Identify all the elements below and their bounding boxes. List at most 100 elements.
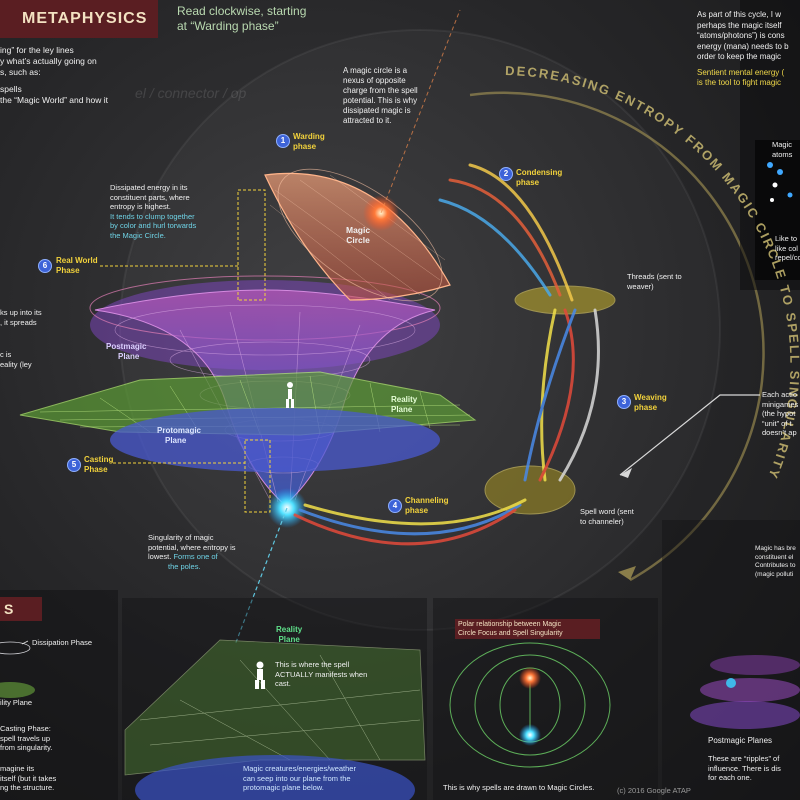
postmagic-label-2: Plane — [118, 352, 140, 361]
magic-broken-4: (magic polluti — [755, 570, 794, 578]
left-cut-note-a: ks up into its , it spreads — [0, 308, 42, 327]
dissipated-note: Dissipated energy in its constituent par… — [110, 183, 196, 240]
right-box-line-1: Magic — [772, 140, 793, 149]
each-action-5: doesn’t ap — [762, 428, 797, 437]
intro-line-2: y what’s actually going on — [0, 56, 97, 66]
top-right-line-1: As part of this cycle, I w — [697, 10, 782, 19]
phase-5-line-1: Casting — [84, 455, 114, 464]
left-cut-line-4: eality (ley — [0, 359, 32, 369]
top-right-text: As part of this cycle, I w perhaps the m… — [697, 10, 789, 89]
each-action-4: “unit” of t — [762, 418, 792, 428]
phase-4-line-2: phase — [405, 506, 429, 515]
phase-6-line-1: Real World — [56, 256, 98, 265]
casting-note: Casting Phase: spell travels up from sin… — [0, 724, 52, 753]
dissipated-note-2: constituent parts, where — [110, 192, 190, 202]
ripples-note-2: influence. There is dis — [708, 763, 781, 773]
top-right-line-7: is the tool to fight magic — [697, 78, 782, 87]
bottom-reality-note: This is where the spell ACTUALLY manifes… — [275, 660, 367, 689]
intro-line-5: the “Magic World” and how it — [0, 95, 109, 105]
ripples-note-3: for each one. — [708, 773, 752, 782]
top-right-line-4: energy (mana) needs to b — [697, 41, 789, 51]
magic-circle-bowl — [264, 172, 451, 301]
postmagic-planes-title: Postmagic Planes — [708, 736, 773, 745]
magic-circle-label-2: Circle — [346, 235, 370, 245]
magic-broken-2: constituent el — [755, 553, 794, 561]
imagine-note: magine its itself (but it takes ng the s… — [0, 764, 56, 793]
polar-title-2: Circle Focus and Spell Singularity — [458, 630, 563, 637]
page-title-text: METAPHYSICS — [22, 10, 148, 27]
intro-text: ing” for the ley lines y what’s actually… — [0, 45, 108, 106]
creatures-note-3: protomagic plane below. — [243, 783, 324, 792]
intro-faint-text: el / connector / op — [135, 85, 247, 101]
phase-2-badge: 2 — [499, 167, 513, 181]
polar-title: Polar relationship between Magic Circle … — [455, 619, 600, 639]
magic-circle-note-6: attracted to it. — [343, 116, 392, 125]
right-box-line-2: atoms — [772, 149, 793, 159]
phase-3-line-1: Weaving — [634, 393, 667, 402]
magic-circle-note-4: potential. This is why — [343, 96, 418, 105]
phase-6-line-2: Phase — [56, 266, 80, 275]
each-action-3: (the hypot — [762, 409, 796, 418]
bottom-reality-note-1: This is where the spell — [275, 660, 350, 669]
phase-3-badge: 3 — [617, 395, 631, 409]
spellword-note-2: to channeler) — [580, 516, 624, 526]
singularity-note-1: Singularity of magic — [148, 533, 214, 542]
casting-note-2: spell travels up — [0, 733, 51, 743]
each-action-2: minigames — [762, 399, 799, 409]
right-box-line-4: like col — [775, 243, 798, 253]
singularity-note-5: the poles. — [168, 561, 201, 571]
magic-circle-note-2: nexus of opposite — [343, 76, 406, 85]
bottom-left-title: S — [0, 597, 42, 621]
imagine-note-1: magine its — [0, 764, 35, 773]
top-right-line-5: order to keep the magic — [697, 52, 782, 61]
polar-cyan-pole — [519, 724, 541, 746]
phase-4-label: Channeling phase — [405, 496, 449, 516]
bottom-reality-title: Reality Plane — [276, 625, 302, 645]
polar-note: This is why spells are drawn to Magic Ci… — [443, 783, 595, 792]
protomagic-label-1: Protomagic — [157, 426, 202, 435]
reality-label-1: Reality — [391, 395, 418, 404]
each-action-1: Each actio — [762, 390, 798, 399]
bottom-reality-note-3: cast. — [275, 679, 291, 688]
right-box-bottom: Like to like col repel/co — [775, 234, 800, 263]
person-figure — [286, 382, 294, 408]
postmagic-label-1: Postmagic — [106, 342, 147, 351]
casting-note-1: Casting Phase: — [0, 724, 51, 733]
intro-line-4: spells — [0, 84, 22, 94]
right-box-top: Magic atoms — [772, 140, 792, 159]
singularity-note-3: lowest. — [148, 552, 172, 561]
phase-1-line-2: phase — [293, 142, 317, 151]
each-action-note: Each actio minigames (the hypot “unit” o… — [762, 390, 798, 438]
magic-broken-3: Contributes to — [755, 562, 796, 569]
dissipated-note-5: by color and hurl torwards — [110, 221, 197, 230]
threads-note: Threads (sent to weaver) — [627, 272, 682, 291]
spellword-disk — [484, 465, 576, 515]
ripples-note: These are “ripples” of influence. There … — [708, 754, 781, 783]
singularity-note: Singularity of magic potential, where en… — [148, 533, 236, 571]
phase-6-badge: 6 — [38, 259, 52, 273]
ity-plane-label: ility Plane — [0, 698, 33, 707]
dissipation-label: Dissipation Phase — [32, 638, 93, 647]
reality-plane-label: Reality Plane — [391, 395, 417, 415]
creatures-note: Magic creatures/energies/weather can see… — [243, 764, 356, 793]
protomagic-plane-disk — [110, 408, 440, 472]
subtitle-line-2: at “Warding phase” — [177, 19, 279, 33]
polar-orange-pole — [519, 667, 541, 689]
left-cut-note-b: c is eality (ley — [0, 350, 32, 369]
spellword-note-1: Spell word (sent — [580, 507, 634, 516]
subtitle-line-1: Read clockwise, starting — [177, 4, 307, 18]
top-right-line-3: “atoms/photons”) is cons — [697, 31, 785, 40]
phase-3-label: Weaving phase — [634, 393, 667, 413]
threads-note-2: weaver) — [627, 281, 654, 291]
top-right-line-2: perhaps the magic itself — [697, 20, 782, 30]
phase-4-badge: 4 — [388, 499, 402, 513]
left-cut-line-2: , it spreads — [0, 317, 37, 327]
right-box-line-5: repel/co — [775, 253, 800, 262]
phase-2-line-1: Condensing — [516, 168, 563, 177]
threads-note-1: Threads (sent to — [627, 272, 682, 281]
imagine-note-2: itself (but it takes — [0, 773, 57, 783]
protomagic-label-2: Plane — [165, 436, 187, 445]
dissipated-note-4: It tends to clump together — [110, 211, 195, 221]
